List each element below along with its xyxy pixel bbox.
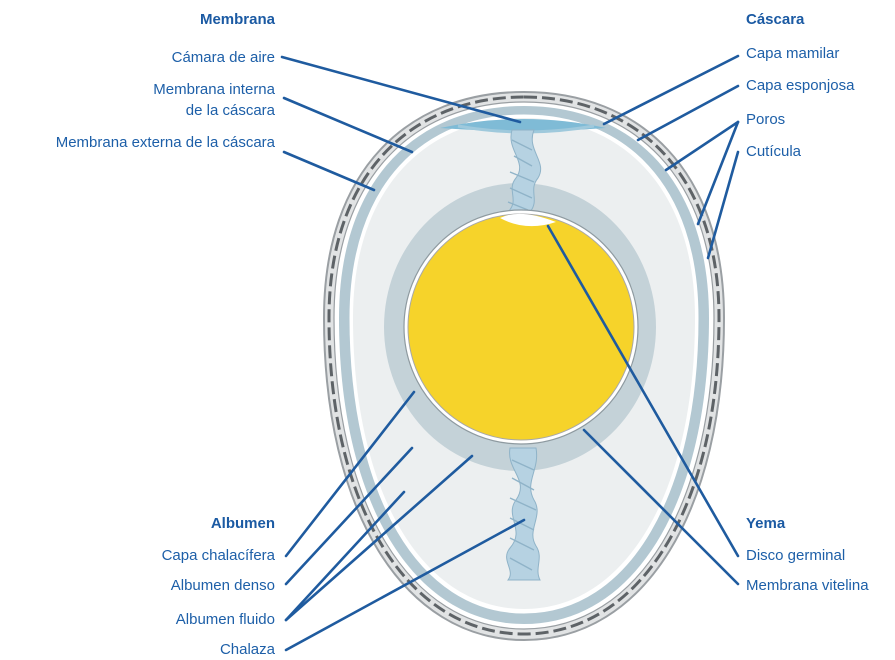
label-yema-title: Yema	[746, 514, 785, 533]
label-chalaza: Chalaza	[220, 640, 275, 659]
label-camara-de-aire: Cámara de aire	[172, 48, 275, 67]
leader-membrana-interna	[284, 98, 412, 152]
label-albumen-denso: Albumen denso	[171, 576, 275, 595]
leader-membrana-externa	[284, 152, 374, 190]
leader-capa-mamilar	[604, 56, 738, 124]
label-cascara-title: Cáscara	[746, 10, 804, 29]
label-membrana-interna: Membrana interna	[153, 80, 275, 99]
label-capa-mamilar: Capa mamilar	[746, 44, 839, 63]
label-membrana-title: Membrana	[200, 10, 275, 29]
label-capa-chalacifera: Capa chalacífera	[162, 546, 275, 565]
label-membrana-vitelina: Membrana vitelina	[746, 576, 869, 595]
yolk	[408, 214, 634, 440]
label-membrana-externa: Membrana externa de la cáscara	[56, 133, 275, 152]
label-capa-esponjosa: Capa esponjosa	[746, 76, 854, 95]
label-de-la-cascara: de la cáscara	[186, 101, 275, 120]
leader-cuticula	[708, 152, 738, 258]
label-poros: Poros	[746, 110, 785, 129]
label-albumen-title: Albumen	[211, 514, 275, 533]
label-disco-germinal: Disco germinal	[746, 546, 845, 565]
label-albumen-fluido: Albumen fluido	[176, 610, 275, 629]
label-cuticula: Cutícula	[746, 142, 801, 161]
